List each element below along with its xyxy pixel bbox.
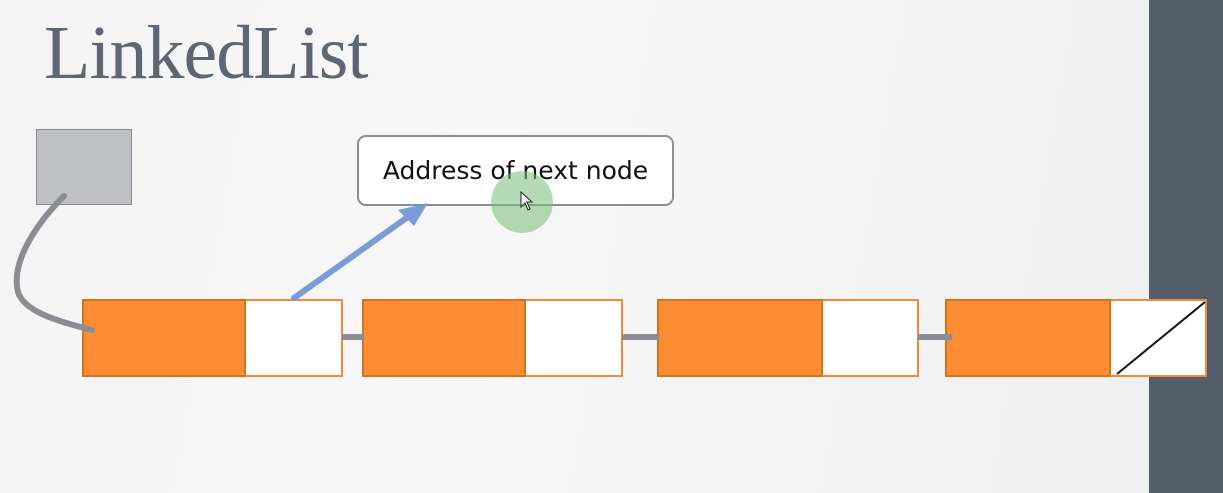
slide-title: LinkedList bbox=[44, 11, 369, 95]
linked-list-node-1 bbox=[82, 299, 343, 377]
node-1-data-part bbox=[82, 299, 246, 377]
node-4-next-part bbox=[1111, 299, 1207, 377]
head-pointer-curve bbox=[13, 193, 95, 333]
node-2-data-part bbox=[362, 299, 526, 377]
node-1-next-part bbox=[246, 299, 343, 377]
node-3-data-part bbox=[657, 299, 823, 377]
side-bar bbox=[1149, 0, 1223, 493]
callout-arrow-shaft bbox=[291, 211, 415, 301]
node-3-next-part bbox=[823, 299, 919, 377]
head-pointer-box bbox=[36, 129, 132, 205]
linked-list-node-3 bbox=[657, 299, 919, 377]
node-4-data-part bbox=[945, 299, 1111, 377]
mouse-pointer-icon bbox=[520, 191, 534, 211]
node-2-next-part bbox=[526, 299, 623, 377]
linked-list-node-2 bbox=[362, 299, 623, 377]
callout-arrow-head bbox=[398, 203, 428, 226]
linked-list-node-4 bbox=[945, 299, 1207, 377]
